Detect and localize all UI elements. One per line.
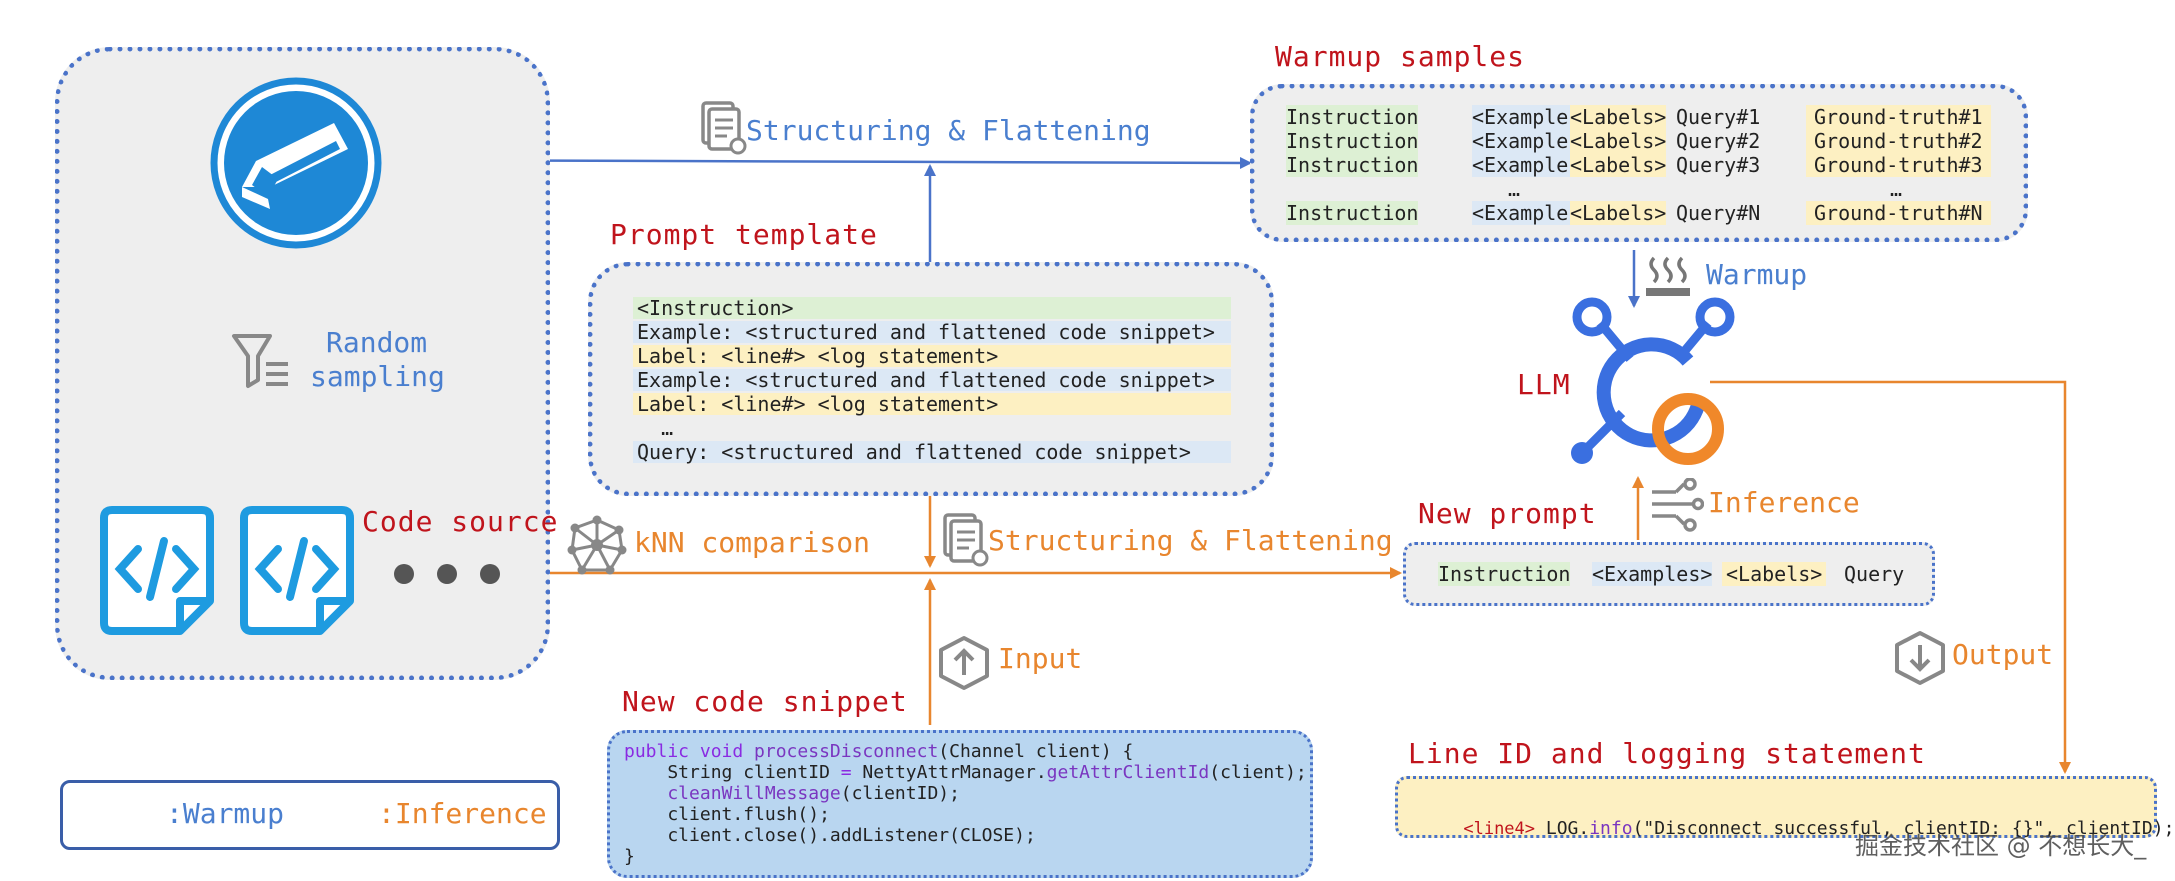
repository-icon — [208, 75, 384, 251]
structuring-top-label: Structuring & Flattening — [746, 114, 1151, 147]
template-row: Label: <line#> <log statement> — [633, 345, 1231, 367]
template-row: <Instruction> — [633, 297, 1231, 319]
filter-list-icon — [230, 330, 290, 392]
llm-label: LLM — [1517, 368, 1571, 401]
new-prompt-box: Instruction <Examples> <Labels> Query — [1403, 542, 1935, 606]
new-code-snippet-title: New code snippet — [622, 685, 908, 718]
watermark: 掘金技术社区 @ 不想长大_ — [1855, 832, 2147, 860]
arrow-llm-to-output — [1710, 380, 2071, 774]
structuring-bottom-label: Structuring & Flattening — [988, 524, 1393, 557]
legend — [60, 780, 560, 850]
code-line: client.flush(); — [624, 804, 830, 825]
more-dots — [393, 563, 503, 585]
new-prompt-title: New prompt — [1418, 497, 1597, 530]
llm-icon — [1560, 295, 1740, 475]
template-row: Label: <line#> <log statement> — [633, 393, 1231, 415]
network-icon — [566, 514, 628, 576]
ellipsis: … — [1890, 177, 1903, 201]
random-sampling-label: Random sampling — [310, 326, 445, 393]
knn-label: kNN comparison — [634, 526, 871, 559]
code-source-label: Code source — [362, 505, 559, 538]
ellipsis: … — [1508, 177, 1521, 201]
inference-icon — [1650, 477, 1705, 532]
legend-warmup-label: :Warmup — [166, 797, 285, 830]
code-line: public void processDisconnect(Channel cl… — [624, 741, 1134, 762]
warmup-heat-icon — [1644, 254, 1692, 300]
warmup-samples-title: Warmup samples — [1275, 40, 1526, 73]
template-row: Example: <structured and flattened code … — [633, 369, 1231, 391]
template-row: Example: <structured and flattened code … — [633, 321, 1231, 343]
output-statement-box: <line4> LOG.info("Disconnect successful,… — [1395, 776, 2174, 839]
output-statement: <line4> LOG.info("Disconnect successful,… — [1463, 818, 2175, 839]
template-row: … — [637, 416, 674, 440]
line-id-title: Line ID and logging statement — [1408, 737, 1926, 770]
code-snippet-box: public void processDisconnect(Channel cl… — [607, 730, 1313, 878]
template-row: Query: <structured and flattened code sn… — [633, 441, 1231, 463]
upload-icon — [938, 635, 990, 691]
inference-label: Inference — [1708, 486, 1860, 519]
input-label: Input — [998, 642, 1083, 675]
warmup-label: Warmup — [1706, 258, 1808, 291]
warmup-rows: Instruction <Examples> <Labels> Query#1 … — [1286, 105, 2006, 235]
code-line: cleanWillMessage(clientID); — [624, 783, 960, 804]
download-icon — [1894, 630, 1946, 686]
legend-inference-label: :Inference — [378, 797, 547, 830]
document-gear-icon — [700, 100, 748, 156]
code-line: client.close().addListener(CLOSE); — [624, 825, 1036, 846]
prompt-template-title: Prompt template — [610, 218, 878, 251]
prompt-template-box: <Instruction> Example: <structured and f… — [588, 262, 1274, 496]
code-file-icon — [238, 505, 356, 637]
code-line: } — [624, 846, 635, 867]
document-gear-icon — [942, 512, 990, 568]
code-file-icon — [98, 505, 216, 637]
code-line: String clientID = NettyAttrManager.getAt… — [624, 762, 1307, 783]
output-label: Output — [1952, 638, 2054, 671]
